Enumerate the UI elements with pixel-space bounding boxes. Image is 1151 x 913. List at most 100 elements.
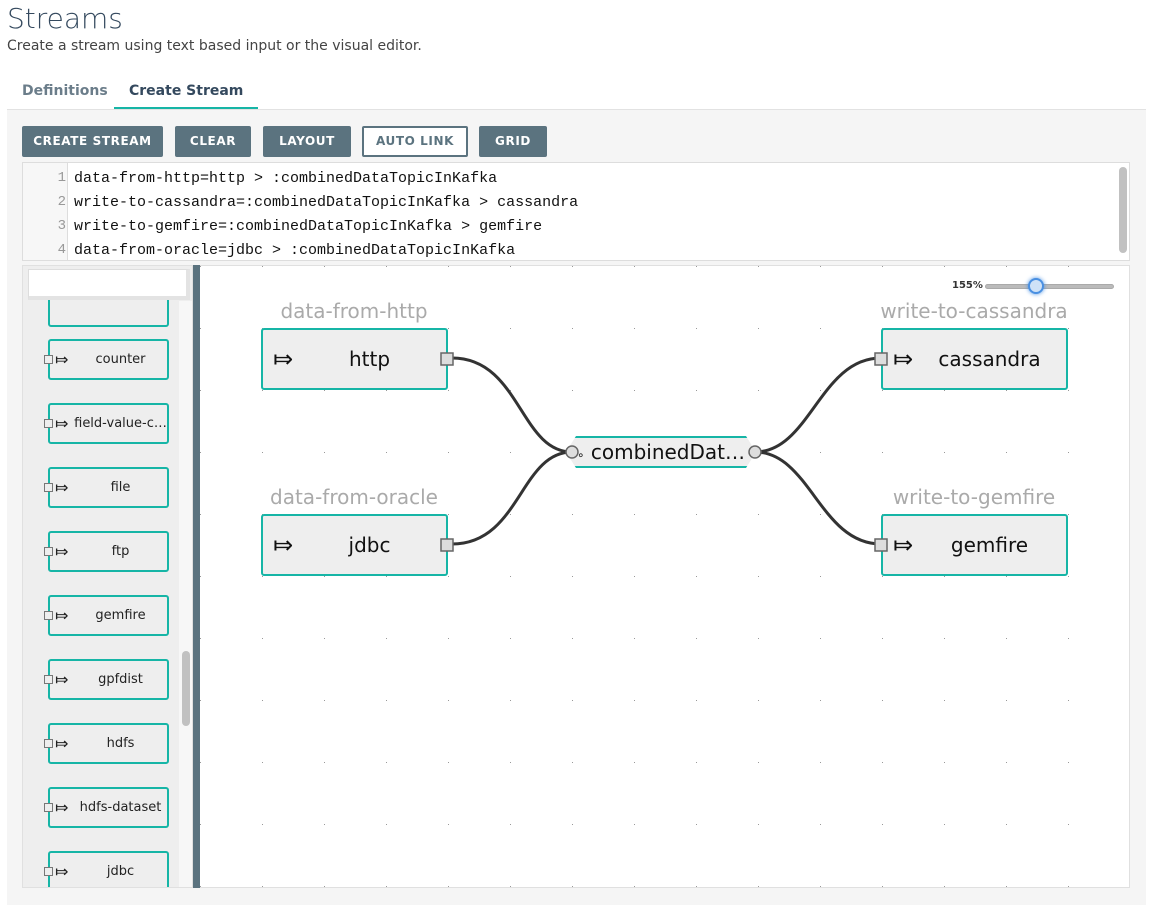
destination-node[interactable]: ∘ combinedDat… (566, 436, 756, 468)
grid-dot (510, 328, 511, 329)
layout-button[interactable]: LAYOUT (263, 126, 351, 157)
code-line[interactable]: data-from-http=http > :combinedDataTopic… (74, 170, 498, 187)
module-icon: ⤇ (55, 414, 69, 433)
grid-dot (820, 576, 821, 577)
grid-dot (882, 390, 883, 391)
module-icon: ⤇ (55, 862, 69, 881)
grid-dot (758, 390, 759, 391)
grid-dot (696, 700, 697, 701)
zoom-slider-handle[interactable] (1028, 278, 1044, 294)
palette-item-label: gemfire (95, 608, 146, 623)
grid-dot (758, 700, 759, 701)
grid-dot (758, 824, 759, 825)
grid-dot (200, 638, 201, 639)
node-http[interactable]: ⤇ http (261, 328, 448, 390)
grid-dot (820, 700, 821, 701)
grid-dot (572, 328, 573, 329)
grid-dot (448, 452, 449, 453)
module-icon: ⤇ (55, 670, 69, 689)
grid-dot (944, 824, 945, 825)
grid-dot (758, 328, 759, 329)
input-port (44, 483, 53, 492)
grid-dot (510, 576, 511, 577)
grid-dot (262, 762, 263, 763)
grid-dot (820, 886, 821, 887)
grid-dot (634, 700, 635, 701)
node-gemfire[interactable]: ⤇gemfire (881, 514, 1068, 576)
palette-item-label: file (110, 480, 131, 495)
palette-item[interactable]: ⤇ gemfire (44, 595, 169, 636)
grid-dot (200, 886, 201, 887)
code-line[interactable]: write-to-cassandra=:combinedDataTopicInK… (74, 194, 579, 211)
palette-item[interactable]: ⤇file (44, 467, 169, 508)
grid-dot (200, 824, 201, 825)
line-number: 4 (57, 242, 66, 258)
grid-dot (510, 266, 511, 267)
zoom-slider[interactable] (985, 284, 1114, 289)
code-line[interactable]: data-from-oracle=jdbc > :combinedDataTop… (74, 242, 516, 259)
link-destination-gemfire (754, 450, 882, 546)
grid-dot (1006, 452, 1007, 453)
tab-definitions[interactable]: Definitions (22, 83, 108, 99)
grid-dot (1068, 514, 1069, 515)
palette-scrollbar[interactable] (182, 651, 190, 726)
grid-dot (324, 266, 325, 267)
tab-create-stream[interactable]: Create Stream (114, 82, 259, 110)
create-stream-button[interactable]: CREATE STREAM (22, 126, 163, 157)
grid-dot (944, 638, 945, 639)
grid-dot (820, 266, 821, 267)
links-layer (451, 356, 882, 546)
zoom-label: 155% (952, 280, 983, 291)
palette-item[interactable]: ⤇counter (44, 339, 169, 380)
grid-dot (882, 824, 883, 825)
grid-button[interactable]: GRID (479, 126, 547, 157)
palette-item[interactable]: ⤇ftp (44, 531, 169, 572)
auto-link-button[interactable]: AUTO LINK (362, 126, 468, 157)
palette-item-label: hdfs-dataset (79, 800, 162, 815)
palette-item[interactable]: ⤇ hdfs-dataset (44, 787, 169, 828)
clear-button[interactable]: CLEAR (175, 126, 251, 157)
module-icon: ⤇ (55, 606, 69, 625)
link-http-destination (451, 356, 573, 454)
destination-icon: ∘ (576, 448, 585, 462)
source-icon: ⤇ (273, 345, 294, 373)
grid-dot (882, 576, 883, 577)
node-app-label: cassandra (938, 347, 1041, 371)
grid-dot (944, 762, 945, 763)
grid-dot (448, 266, 449, 267)
grid-dot (262, 266, 263, 267)
grid-dot (1006, 576, 1007, 577)
grid-dot (1006, 824, 1007, 825)
palette-item[interactable]: ⤇jdbc (44, 851, 169, 887)
grid-dot (386, 266, 387, 267)
grid-dot (510, 638, 511, 639)
editor-scrollbar[interactable] (1119, 167, 1127, 253)
page-title: Streams (7, 2, 123, 35)
grid-dot (820, 824, 821, 825)
palette-item[interactable]: ⤇field-value-c… (44, 403, 169, 444)
grid-dot (944, 452, 945, 453)
module-icon: ⤇ (55, 798, 69, 817)
palette-item[interactable]: ⤇hdfs (44, 723, 169, 764)
palette-item[interactable]: ⤇gpfdist (44, 659, 169, 700)
dsl-editor[interactable]: 1 data-from-http=http > :combinedDataTop… (22, 162, 1130, 261)
grid-dot (820, 762, 821, 763)
grid-dot (448, 576, 449, 577)
grid-dot (758, 886, 759, 887)
grid-dot (634, 328, 635, 329)
sink-icon: ⤇ (893, 345, 914, 373)
grid-dot (262, 576, 263, 577)
grid-dot (696, 576, 697, 577)
flow-canvas[interactable]: 155% data-from-http ⤇http data-from-orac… (200, 265, 1130, 888)
grid-dot (386, 700, 387, 701)
node-jdbc[interactable]: ⤇jdbc (261, 514, 448, 576)
node-app-label: http (348, 347, 391, 371)
node-cassandra[interactable]: ⤇ cassandra (881, 328, 1068, 390)
palette-splitter[interactable] (193, 265, 200, 888)
code-line[interactable]: write-to-gemfire=:combinedDataTopicInKaf… (74, 218, 543, 235)
palette-search-input[interactable] (28, 269, 190, 300)
input-port (44, 611, 53, 620)
grid-dot (200, 452, 201, 453)
grid-dot (572, 266, 573, 267)
grid-dot (634, 266, 635, 267)
